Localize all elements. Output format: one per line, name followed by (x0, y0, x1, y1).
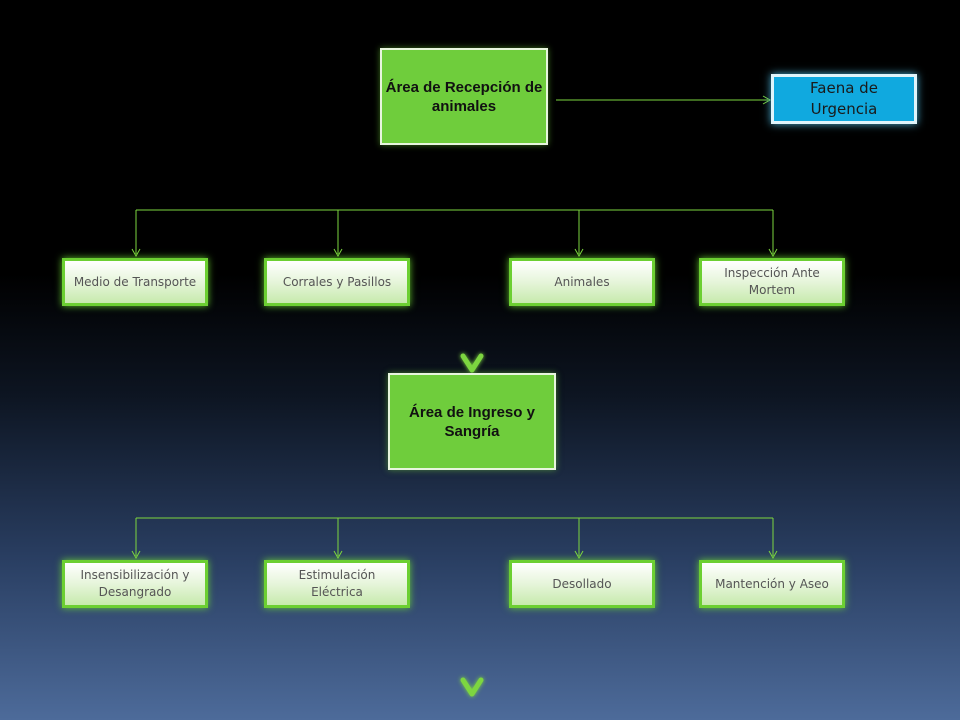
urgent-slaughter-label: Faena de Urgencia (810, 79, 878, 118)
reception-area-label: Área de Recepción de animales (385, 78, 543, 115)
row2-item-label: Mantención y Aseo (715, 576, 829, 591)
row2-item-electrical: Estimulación Eléctrica (264, 560, 410, 608)
urgent-slaughter-box: Faena de Urgencia (771, 74, 917, 124)
main-arrow-head-lower (460, 677, 484, 697)
row1-item-transport: Medio de Transporte (62, 258, 208, 306)
row1-item-label: Medio de Transporte (73, 274, 197, 289)
row2-item-skinning: Desollado (509, 560, 655, 608)
row1-item-pens: Corrales y Pasillos (264, 258, 410, 306)
row2-item-cleaning: Mantención y Aseo (699, 560, 845, 608)
branch-row1-drops (131, 210, 778, 258)
branch-row2-drops (131, 518, 778, 560)
row2-item-label: Insensibilización y Desangrado (80, 568, 190, 599)
row1-item-animals: Animales (509, 258, 655, 306)
row1-item-label: Animales (554, 274, 610, 289)
row2-item-label: Estimulación Eléctrica (298, 568, 376, 599)
urgent-arrow-head (762, 95, 772, 105)
row2-item-label: Desollado (552, 576, 612, 591)
row1-item-inspection: Inspección Ante Mortem (699, 258, 845, 306)
main-arrow-head-upper (460, 353, 484, 373)
row1-item-label: Inspección Ante Mortem (724, 266, 820, 297)
entry-bleeding-area-box: Área de Ingreso y Sangría (388, 373, 556, 470)
row2-item-stunning: Insensibilización y Desangrado (62, 560, 208, 608)
entry-bleeding-area-label: Área de Ingreso y Sangría (409, 403, 535, 440)
row1-item-label: Corrales y Pasillos (282, 274, 392, 289)
reception-area-box: Área de Recepción de animales (380, 48, 548, 145)
